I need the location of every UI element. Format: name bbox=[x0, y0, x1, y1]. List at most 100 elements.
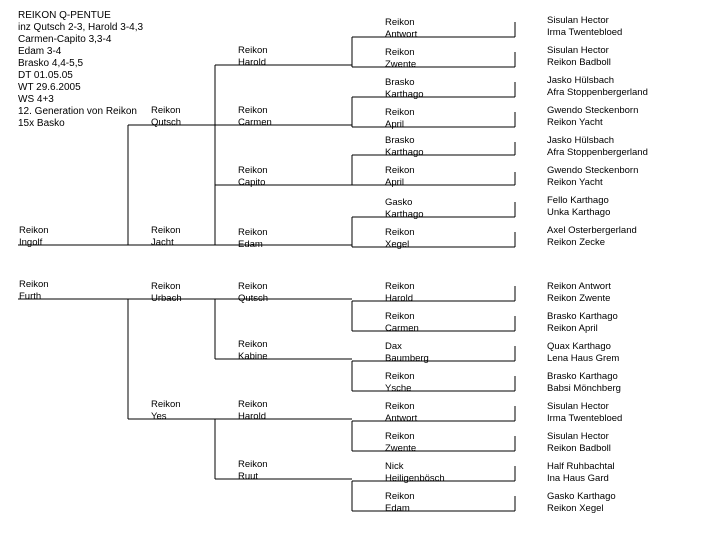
node-line-1: Reikon bbox=[385, 227, 415, 238]
node-line-1: Reikon bbox=[151, 225, 181, 236]
node-line-1: Reikon bbox=[385, 165, 415, 176]
gen5-node: Brasko Karthago Babsi Mönchberg bbox=[547, 371, 621, 395]
gen4-node: Reikon Zwente bbox=[385, 431, 416, 455]
node-line-2: Heiligenbösch bbox=[385, 473, 445, 484]
gen5-node: Gwendo Steckenborn Reikon Yacht bbox=[547, 105, 638, 129]
node-line-2: Irma Twentebloed bbox=[547, 413, 623, 424]
node-line-1: Reikon bbox=[385, 281, 415, 292]
node-line-1: Brasko Karthago bbox=[547, 311, 618, 322]
node-line-2: Afra Stoppenbergerland bbox=[547, 87, 648, 98]
node-line-1: Gasko bbox=[385, 197, 413, 208]
node-line-2: Harold bbox=[238, 411, 266, 422]
grandparent-node: Reikon Qutsch bbox=[151, 105, 181, 129]
gen4-node: Reikon Ysche bbox=[385, 371, 415, 395]
node-line-1: Reikon bbox=[151, 399, 181, 410]
node-line-1: Sisulan Hector bbox=[547, 45, 609, 56]
node-line-1: Jasko Hülsbach bbox=[547, 75, 615, 86]
node-line-1: Sisulan Hector bbox=[547, 431, 609, 442]
info-line: Brasko 4,4-5,5 bbox=[18, 58, 84, 69]
gen5-node: Fello Karthago Unka Karthago bbox=[547, 195, 610, 219]
gen4-node: Reikon Carmen bbox=[385, 311, 419, 335]
node-line-2: Harold bbox=[238, 57, 266, 68]
node-line-2: Reikon Zwente bbox=[547, 293, 611, 304]
node-line-1: Gasko Karthago bbox=[547, 491, 616, 502]
node-line-1: Axel Osterbergerland bbox=[547, 225, 637, 236]
info-line: WS 4+3 bbox=[18, 94, 54, 105]
gen4-node: Reikon Antwort bbox=[385, 17, 417, 41]
node-line-2: Carmen bbox=[238, 117, 272, 128]
node-line-1: Gwendo Steckenborn bbox=[547, 105, 639, 116]
node-line-1: Gwendo Steckenborn bbox=[547, 165, 639, 176]
gen5-node: Axel Osterbergerland Reikon Zecke bbox=[547, 225, 637, 249]
great-grandparent-node: Reikon Edam bbox=[238, 227, 268, 251]
node-line-2: Capito bbox=[238, 177, 266, 188]
node-line-2: Antwort bbox=[385, 29, 418, 40]
node-line-1: Reikon bbox=[385, 17, 415, 28]
node-line-2: Lena Haus Grem bbox=[547, 353, 620, 364]
node-line-1: Reikon bbox=[385, 401, 415, 412]
gen5-node: Gasko Karthago Reikon Xegel bbox=[547, 491, 616, 515]
gen5-node: Sisulan Hector Reikon Badboll bbox=[547, 45, 611, 69]
node-line-2: Reikon Badboll bbox=[547, 443, 611, 454]
gen5-node: Sisulan Hector Reikon Badboll bbox=[547, 431, 611, 455]
node-line-1: Nick bbox=[385, 461, 404, 472]
info-line: inz Qutsch 2-3, Harold 3-4,3 bbox=[18, 22, 144, 33]
node-line-1: Reikon bbox=[385, 47, 415, 58]
node-line-2: Reikon April bbox=[547, 323, 598, 334]
node-line-2: Karthago bbox=[385, 89, 424, 100]
node-line-2: Reikon Yacht bbox=[547, 177, 603, 188]
info-line: WT 29.6.2005 bbox=[18, 82, 81, 93]
info-line: Edam 3-4 bbox=[18, 46, 62, 57]
info-line: Carmen-Capito 3,3-4 bbox=[18, 34, 112, 45]
node-line-2: Edam bbox=[385, 503, 410, 514]
node-line-2: Baumberg bbox=[385, 353, 429, 364]
great-grandparent-node: Reikon Harold bbox=[238, 399, 268, 423]
node-line-2: Irma Twentebloed bbox=[547, 27, 623, 38]
node-line-1: Reikon bbox=[238, 165, 268, 176]
info-line: DT 01.05.05 bbox=[18, 70, 73, 81]
node-line-1: Dax bbox=[385, 341, 402, 352]
node-line-2: Yes bbox=[151, 411, 167, 422]
node-line-1: Half Ruhbachtal bbox=[547, 461, 615, 472]
gen5-node: Sisulan Hector Irma Twentebloed bbox=[547, 401, 622, 425]
node-line-1: Reikon bbox=[238, 227, 268, 238]
node-line-2: Reikon Badboll bbox=[547, 57, 611, 68]
dog-name: REIKON Q-PENTUE bbox=[18, 10, 111, 21]
node-line-2: Unka Karthago bbox=[547, 207, 611, 218]
gen4-node: Reikon Xegel bbox=[385, 227, 415, 251]
node-line-1: Brasko Karthago bbox=[547, 371, 618, 382]
node-line-1: Reikon bbox=[238, 105, 268, 116]
gen4-node: Reikon Harold bbox=[385, 281, 415, 305]
node-line-2: Antwort bbox=[385, 413, 418, 424]
node-line-1: Reikon Antwort bbox=[547, 281, 611, 292]
node-line-2: Ysche bbox=[385, 383, 412, 394]
node-line-2: Qutsch bbox=[238, 293, 269, 304]
gen5-node: Brasko Karthago Reikon April bbox=[547, 311, 618, 335]
node-line-2: Zwente bbox=[385, 59, 417, 70]
great-grandparent-node: Reikon Carmen bbox=[238, 105, 272, 129]
node-line-2: Urbach bbox=[151, 293, 182, 304]
node-line-1: Reikon bbox=[151, 281, 181, 292]
great-grandparent-node: Reikon Kabine bbox=[238, 339, 268, 363]
gen5-node: Reikon Antwort Reikon Zwente bbox=[547, 281, 611, 305]
node-line-1: Reikon bbox=[385, 491, 415, 502]
gen5-node: Half Ruhbachtal Ina Haus Gard bbox=[547, 461, 615, 485]
info-line: 15x Basko bbox=[18, 118, 65, 129]
node-line-1: Brasko bbox=[385, 77, 415, 88]
gen4-node: Dax Baumberg bbox=[385, 341, 429, 365]
node-line-1: Reikon bbox=[385, 311, 415, 322]
node-line-1: Reikon bbox=[19, 225, 49, 236]
node-line-2: Qutsch bbox=[151, 117, 182, 128]
great-grandparent-node: Reikon Ruut bbox=[238, 459, 268, 483]
node-line-2: Carmen bbox=[385, 323, 419, 334]
node-line-1: Reikon bbox=[238, 45, 268, 56]
gen5-node: Quax Karthago Lena Haus Grem bbox=[547, 341, 619, 365]
node-line-2: Reikon Zecke bbox=[547, 237, 606, 248]
node-line-1: Sisulan Hector bbox=[547, 401, 609, 412]
node-line-1: Reikon bbox=[385, 431, 415, 442]
node-line-1: Reikon bbox=[151, 105, 181, 116]
node-line-2: April bbox=[385, 177, 405, 188]
node-line-1: Reikon bbox=[19, 279, 49, 290]
node-line-2: Zwente bbox=[385, 443, 417, 454]
